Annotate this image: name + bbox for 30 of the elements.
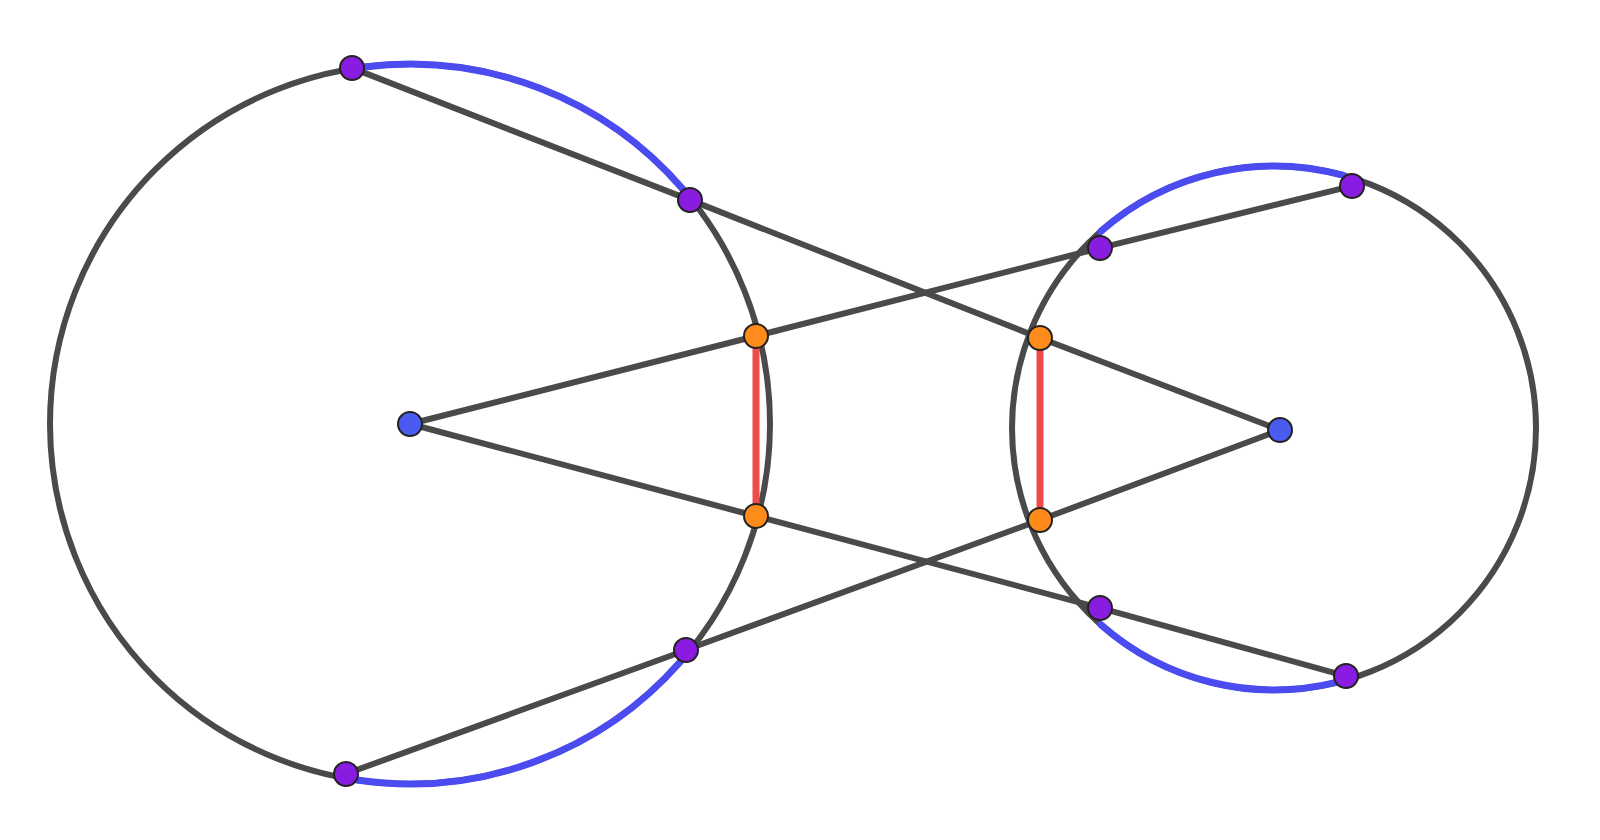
point-marker (677, 187, 703, 213)
line-segment (418, 336, 748, 424)
line-segment (764, 248, 1092, 336)
point-marker (673, 637, 699, 663)
line-segment (764, 516, 1092, 608)
line-segment (1048, 431, 1272, 519)
line-segment (752, 344, 760, 508)
point-marker (1267, 417, 1293, 443)
line-segment (698, 201, 1032, 337)
point-marker (1333, 663, 1359, 689)
point-marker (339, 55, 365, 81)
line-segment (354, 651, 678, 773)
line-segment (1108, 185, 1344, 249)
point-marker (1087, 235, 1113, 261)
line-segment (1108, 608, 1338, 676)
point-marker (397, 411, 423, 437)
point-marker (1027, 325, 1053, 351)
point-marker (333, 761, 359, 787)
point-marker (743, 503, 769, 529)
point-marker (1027, 507, 1053, 533)
point-marker (1087, 595, 1113, 621)
point-marker (743, 323, 769, 349)
line-segment (418, 424, 748, 516)
line-segment (1036, 346, 1044, 512)
line-segment (694, 521, 1032, 649)
arc (353, 657, 685, 788)
line-segment (1048, 339, 1272, 429)
arc (1097, 162, 1347, 235)
point-marker (1339, 173, 1365, 199)
arc (1097, 621, 1339, 694)
